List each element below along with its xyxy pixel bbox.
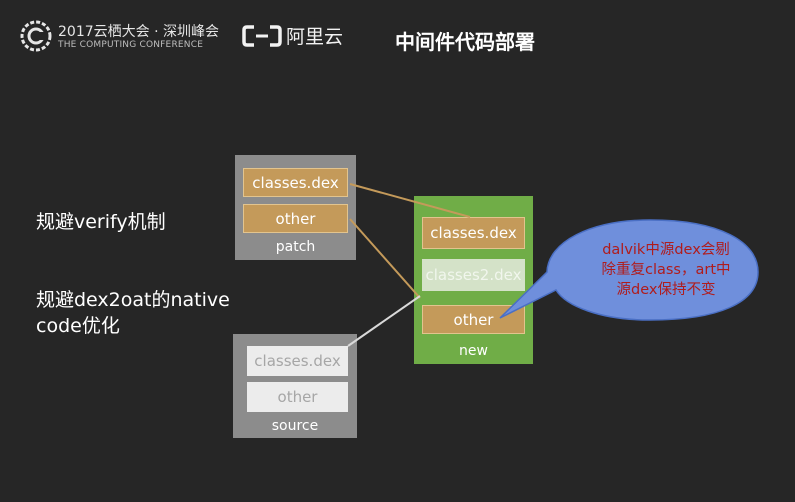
callout-bubble <box>499 219 759 321</box>
new-classes-dex-box: classes.dex <box>422 217 525 249</box>
new-group: classes.dex classes2.dex other new <box>414 196 533 364</box>
bullet-dex2oat-cont: code优化 <box>36 315 120 337</box>
callout-text: dalvik中源dex会剔 除重复class，art中 源dex保持不变 <box>578 240 754 300</box>
new-label: new <box>459 343 488 359</box>
callout-line-3: 源dex保持不变 <box>616 282 716 298</box>
conference-name: 2017云栖大会 · 深圳峰会 <box>58 24 219 40</box>
patch-classes-dex-box: classes.dex <box>243 168 348 197</box>
aliyun-logo-icon <box>242 25 282 47</box>
patch-other-box: other <box>243 204 348 233</box>
computing-conference-logo-icon <box>20 20 52 52</box>
source-other-box: other <box>247 382 348 412</box>
callout-line-1: dalvik中源dex会剔 <box>602 242 730 258</box>
brand-name: 阿里云 <box>286 26 344 48</box>
bullet-verify: 规避verify机制 <box>36 211 166 233</box>
patch-other-to-new-line <box>349 218 421 299</box>
patch-group: classes.dex other patch <box>235 155 356 260</box>
source-group: classes.dex other source <box>233 334 357 438</box>
conference-subtitle: THE COMPUTING CONFERENCE <box>58 40 204 50</box>
source-to-new-line <box>347 295 421 347</box>
slide-title: 中间件代码部署 <box>395 30 535 54</box>
patch-label: patch <box>275 239 316 255</box>
new-classes2-dex-box: classes2.dex <box>422 259 525 291</box>
patch-classes-to-new-line <box>349 183 471 218</box>
source-label: source <box>271 418 319 434</box>
slide-header: 2017云栖大会 · 深圳峰会 THE COMPUTING CONFERENCE… <box>0 0 795 70</box>
bullet-dex2oat: 规避dex2oat的native <box>36 289 230 311</box>
callout-line-2: 除重复class，art中 <box>601 262 731 278</box>
source-classes-dex-box: classes.dex <box>247 346 348 376</box>
